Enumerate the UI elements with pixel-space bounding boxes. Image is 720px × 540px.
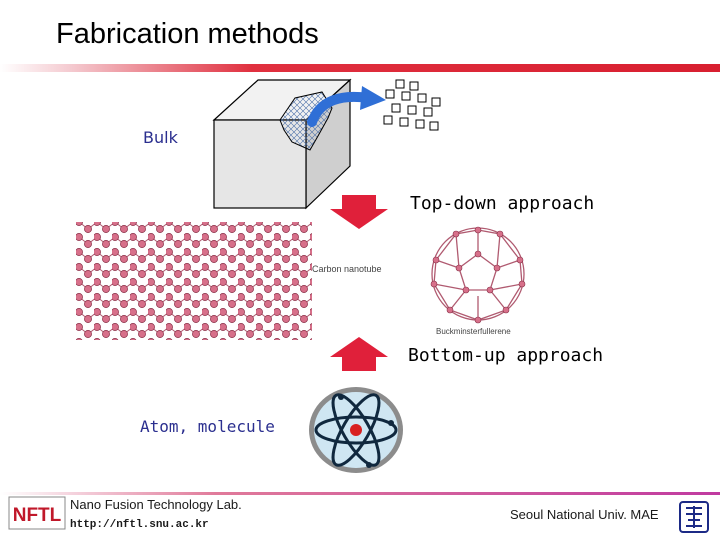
university-seal-icon: [679, 501, 709, 533]
nftl-logo: NFTL: [8, 496, 66, 530]
atom-molecule-label: Atom, molecule: [140, 417, 275, 436]
carbon-nanotube-image: Carbon nanotube: [76, 222, 382, 340]
buckyball-image: Buckminsterfullerene: [430, 226, 526, 336]
nanocube-cluster-icon: [383, 79, 441, 131]
bottom-up-label: Bottom-up approach: [408, 345, 604, 366]
footer-divider: [0, 492, 720, 495]
atom-icon: [309, 387, 403, 473]
nftl-logo-text: NFTL: [13, 505, 62, 526]
fullerene-caption: Buckminsterfullerene: [436, 327, 511, 336]
page-title: Fabrication methods: [56, 18, 319, 50]
university-name: Seoul National Univ. MAE: [510, 507, 659, 522]
down-arrow-icon: [330, 195, 388, 229]
top-down-label: Top-down approach: [410, 193, 595, 214]
bulk-cube-icon: [212, 78, 386, 210]
bulk-label: Bulk: [143, 128, 178, 147]
lab-url-link[interactable]: http://nftl.snu.ac.kr: [70, 519, 209, 531]
nanotube-caption: Carbon nanotube: [312, 264, 382, 274]
title-divider: [0, 64, 720, 72]
lab-name: Nano Fusion Technology Lab.: [70, 497, 242, 512]
up-arrow-icon: [330, 337, 388, 371]
